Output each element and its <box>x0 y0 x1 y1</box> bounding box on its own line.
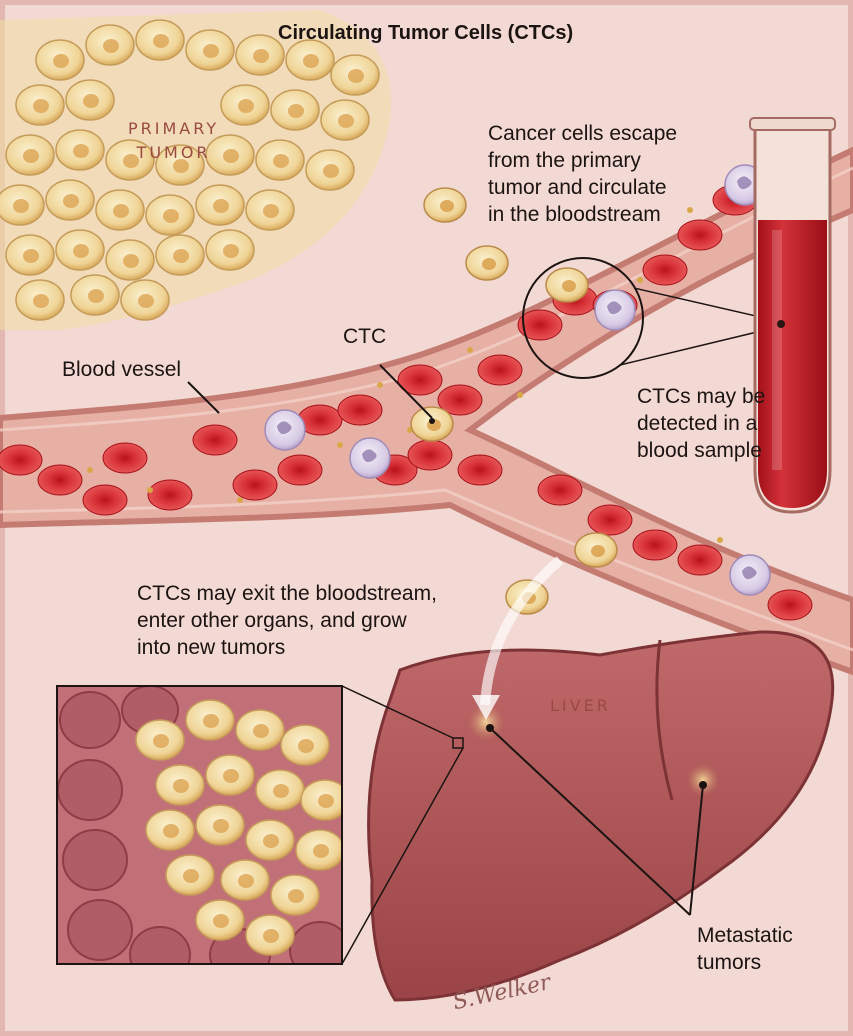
inset-tissue <box>57 686 350 983</box>
label-metastatic-tumors: Metastatic tumors <box>697 922 793 976</box>
label-exit-note: CTCs may exit the bloodstream, enter oth… <box>137 580 437 661</box>
figure-title: Circulating Tumor Cells (CTCs) <box>278 20 573 47</box>
label-liver: LIVER <box>550 694 611 718</box>
label-ctc: CTC <box>343 323 386 350</box>
label-escape-note: Cancer cells escape from the primary tum… <box>488 120 677 228</box>
label-primary-tumor: PRIMARY TUMOR <box>128 117 219 165</box>
label-blood-vessel: Blood vessel <box>62 356 181 383</box>
label-detection-note: CTCs may be detected in a blood sample <box>637 383 765 464</box>
